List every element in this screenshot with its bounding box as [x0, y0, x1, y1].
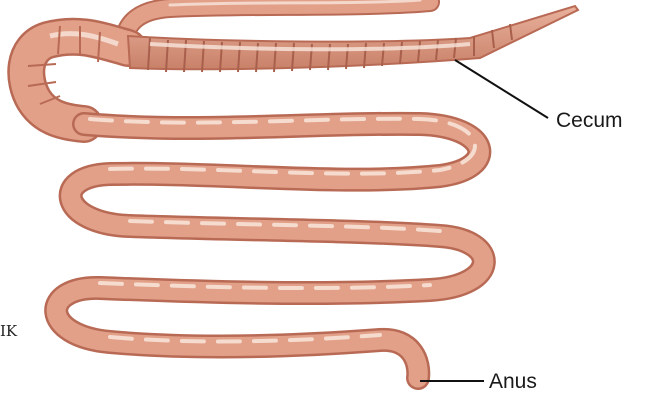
- intestine-coil: [56, 119, 484, 378]
- cecum-leader-line: [455, 60, 548, 118]
- upper-esophagus-tube: [124, 0, 430, 42]
- anus-label: Anus: [489, 371, 537, 392]
- edge-text-fragment: IK: [0, 324, 17, 339]
- crop-gizzard-loop: [26, 26, 128, 124]
- cecum-label: Cecum: [556, 110, 623, 131]
